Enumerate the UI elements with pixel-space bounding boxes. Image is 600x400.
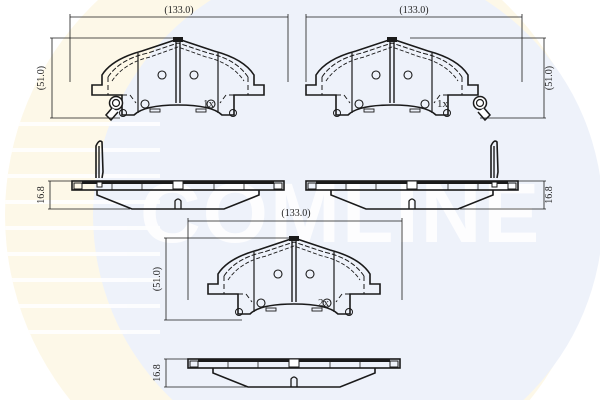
pad-top-left: (133.0) (51.0) 1x (36, 5, 289, 121)
width-dimension: (133.0) (399, 5, 428, 16)
thickness-dimension: 16.8 (152, 364, 163, 382)
pad-bottom-center: (133.0) (51.0) 2x (152, 208, 403, 321)
pad-side-left: 16.8 (36, 140, 286, 211)
quantity-label: 2x (318, 297, 330, 309)
pad-side-right: 16.8 (304, 140, 555, 211)
width-dimension: (133.0) (164, 5, 193, 16)
pad-top-right: (133.0) (51.0) 1x (305, 5, 555, 121)
height-dimension: (51.0) (36, 66, 47, 90)
quantity-label: 1x (437, 98, 449, 110)
width-dimension: (133.0) (281, 208, 310, 219)
height-dimension: (51.0) (544, 66, 555, 90)
quantity-label: 1x (203, 98, 215, 110)
height-dimension: (51.0) (152, 267, 163, 291)
thickness-dimension: 16.8 (36, 186, 47, 204)
thickness-dimension: 16.8 (544, 186, 555, 204)
pad-side-bottom: 16.8 (152, 357, 402, 389)
watermark-text: COMLINE (140, 166, 541, 260)
